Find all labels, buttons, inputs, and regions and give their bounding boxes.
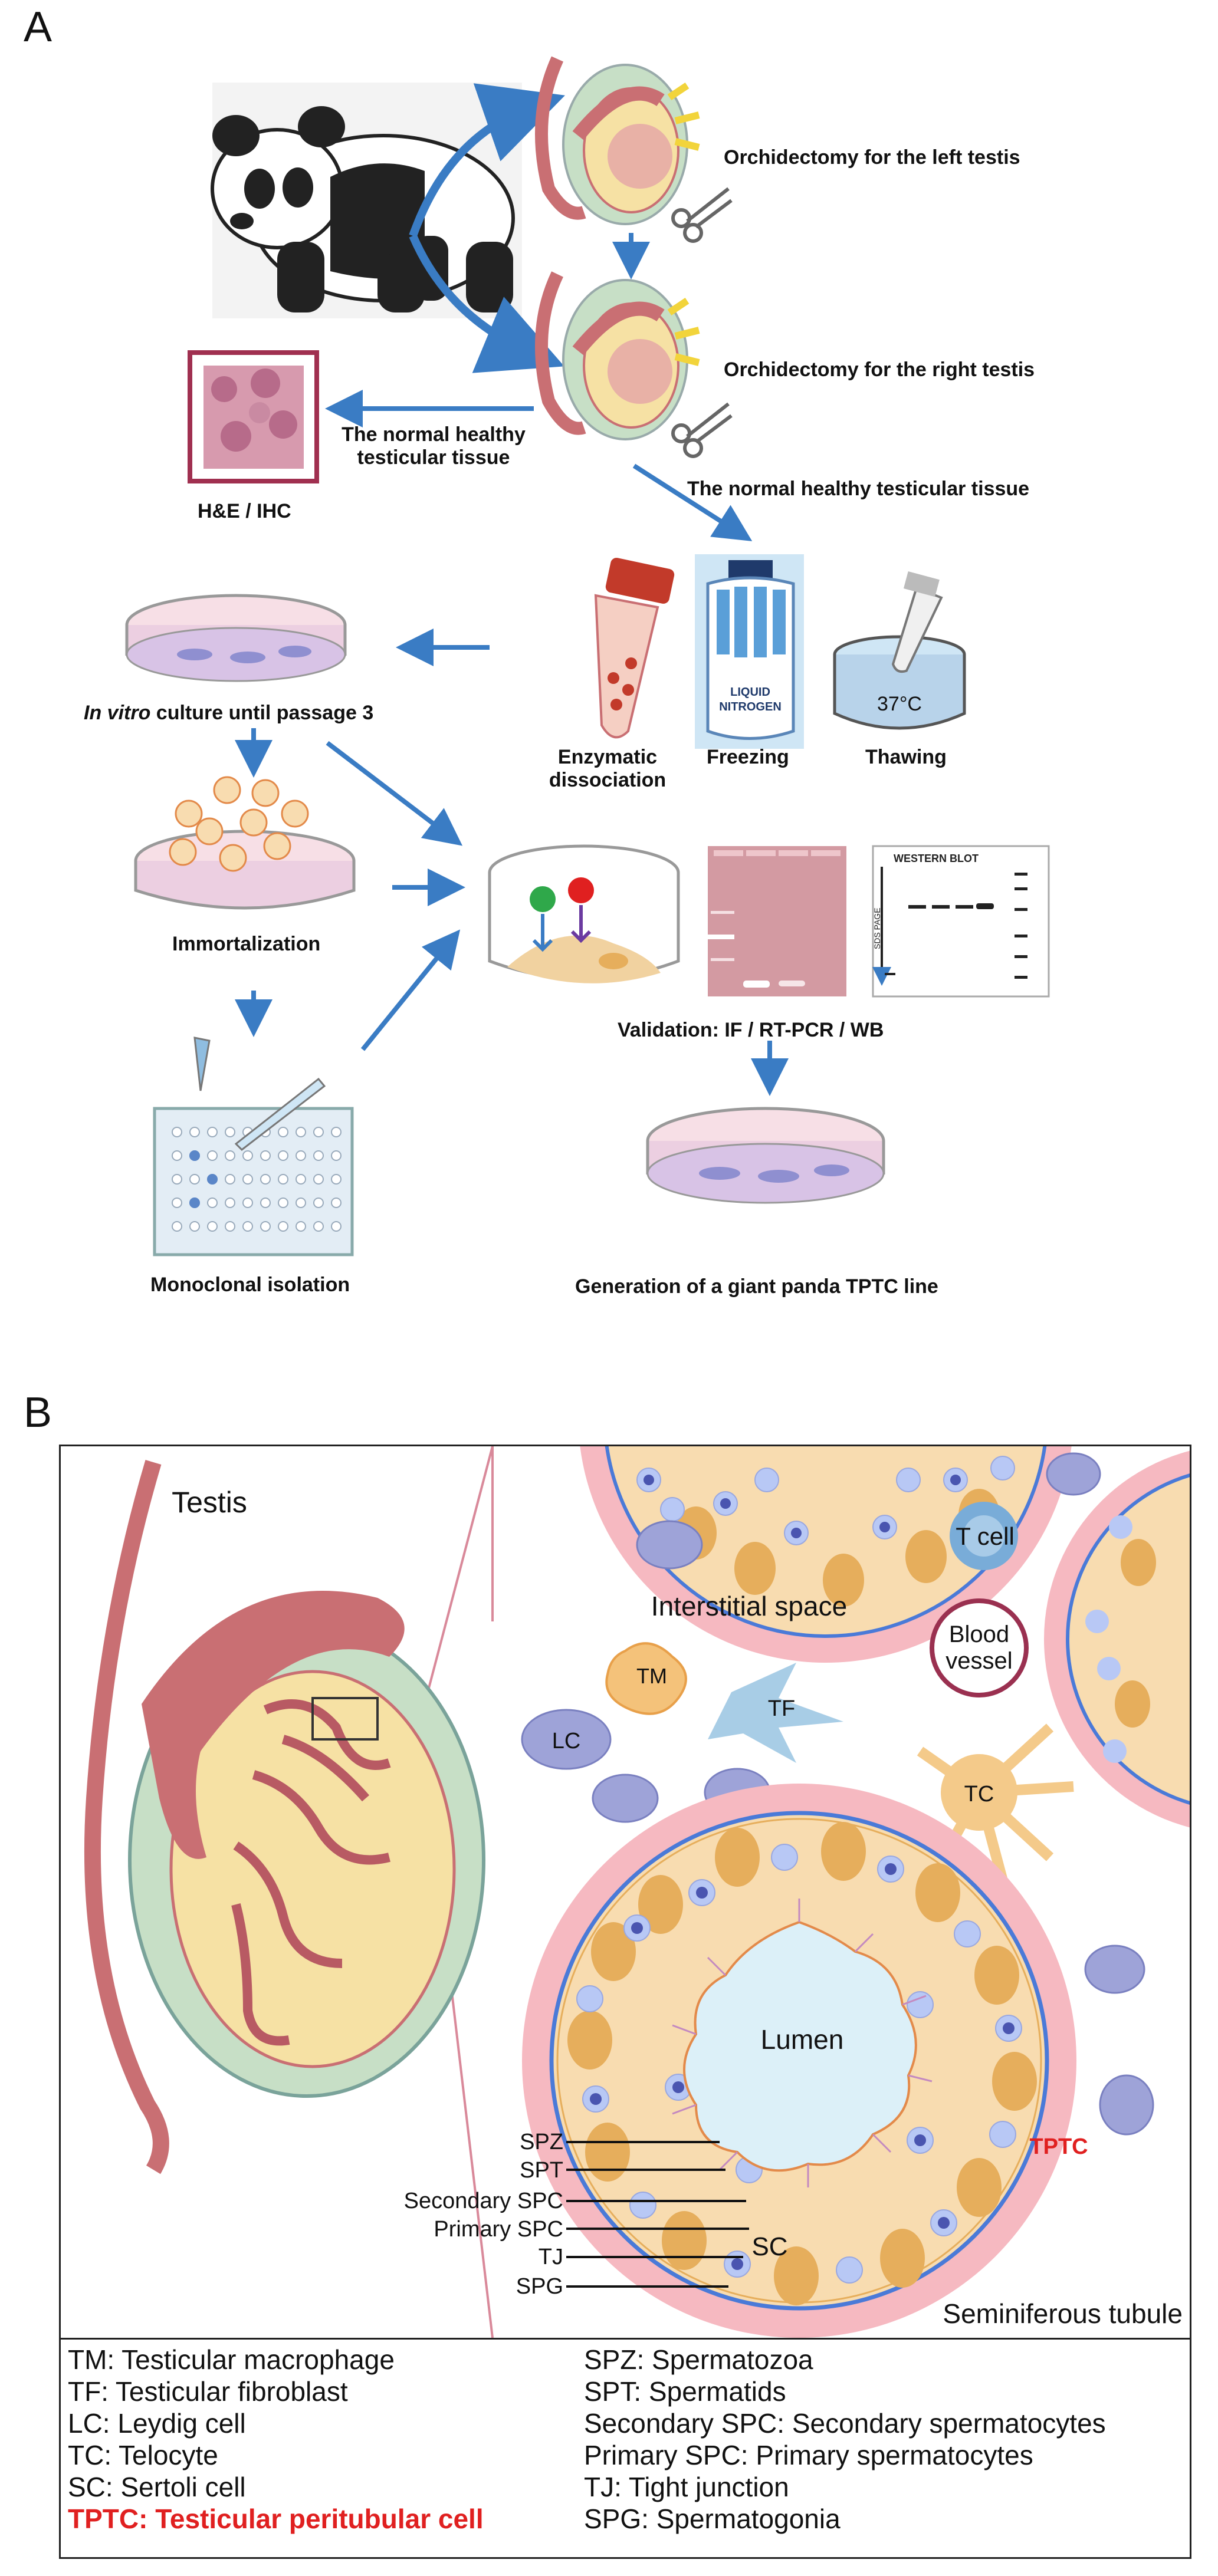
panel-b-letter: B	[24, 1389, 52, 1436]
primary-spc-label: Primary SPC	[434, 2217, 563, 2242]
healthy-tissue-right-label: The normal healthy testicular tissue	[687, 478, 1030, 500]
legend-item-sc: SC: Sertoli cell	[68, 2472, 246, 2502]
left-orchidectomy-label: Orchidectomy for the left testis	[724, 146, 1020, 169]
testis-label: Testis	[172, 1486, 247, 1519]
tj-label: TJ	[539, 2245, 563, 2269]
testis-right-illustration	[535, 271, 733, 458]
western-blot	[872, 845, 1050, 998]
validation-label: Validation: IF / RT-PCR / WB	[618, 1019, 884, 1041]
testis-left-illustration	[535, 56, 733, 243]
monoclonal-plate	[153, 1037, 354, 1256]
validation-if-dish	[488, 844, 680, 983]
healthy-tissue-left-label: The normal healthy testicular tissue	[336, 423, 531, 469]
panel-a-illustration: LIQUID NITROGEN 37°C	[125, 56, 1050, 1256]
lc-label: LC	[552, 1729, 581, 1753]
tm-label: TM	[636, 1664, 667, 1688]
tptc-label: TPTC	[1029, 2134, 1088, 2159]
right-tubule	[1044, 1450, 1190, 1828]
secondary-spc-label: Secondary SPC	[404, 2189, 563, 2213]
liquid-nitrogen-container	[695, 554, 804, 749]
legend-right-column: SPZ: Spermatozoa SPT: Spermatids Seconda…	[584, 2344, 1106, 2535]
abbreviation-legend: TM: Testicular macrophage TF: Testicular…	[59, 2338, 1191, 2559]
enzymatic-line1: Enzymatic	[557, 746, 658, 768]
fibroblast	[708, 1663, 843, 1763]
generation-label: Generation of a giant panda TPTC line	[575, 1275, 938, 1298]
blood-vessel-label-1: Blood	[949, 1621, 1009, 1647]
spt-label: SPT	[520, 2158, 563, 2183]
right-orchidectomy-label: Orchidectomy for the right testis	[724, 358, 1035, 381]
liquid-nitrogen-text-2: NITROGEN	[719, 700, 782, 713]
legend-item-spg: SPG: Spermatogonia	[584, 2503, 841, 2534]
macrophage	[605, 1642, 687, 1715]
testis-organ-illustration	[84, 1460, 485, 2174]
seminiferous-tubule-label: Seminiferous tubule	[943, 2298, 1183, 2329]
liquid-nitrogen-text-1: LIQUID	[730, 686, 770, 699]
blood-vessel	[930, 1598, 1029, 1697]
t-cell	[950, 1502, 1018, 1570]
panel-b-illustration: Testis T cell Interstitial space Blood v…	[84, 1446, 1190, 2338]
sds-page-label: SDS PAGE	[872, 907, 882, 949]
telocyte	[917, 1723, 1074, 1883]
immortalization-label: Immortalization	[172, 933, 321, 955]
culture-dish	[125, 594, 347, 682]
legend-item-lc: LC: Leydig cell	[68, 2408, 246, 2439]
panel-b-frame	[59, 1445, 1191, 2340]
sc-label: SC	[751, 2232, 787, 2261]
enzymatic-tube	[594, 558, 675, 739]
thaw-temperature: 37°C	[877, 693, 922, 715]
enzymatic-label: Enzymatic dissociation	[543, 746, 672, 792]
legend-left-column: TM: Testicular macrophage TF: Testicular…	[68, 2344, 484, 2535]
histology-label: H&E / IHC	[198, 500, 291, 522]
monoclonal-label: Monoclonal isolation	[150, 1274, 350, 1296]
immortalization-dish	[134, 776, 356, 910]
healthy-tissue-left-line1: The normal healthy	[342, 423, 526, 446]
legend-item-primary-spc: Primary SPC: Primary spermatocytes	[584, 2440, 1033, 2470]
thawing-label: Thawing	[865, 746, 947, 768]
culture-label: In vitro culture until passage 3	[84, 702, 373, 725]
lumen-label: Lumen	[761, 2024, 844, 2055]
culture-label-italic: In vitro	[84, 702, 151, 724]
legend-item-tc: TC: Telocyte	[68, 2440, 218, 2470]
legend-item-spz: SPZ: Spermatozoa	[584, 2344, 813, 2375]
panda-illustration	[211, 83, 522, 318]
legend-item-tf: TF: Testicular fibroblast	[68, 2376, 348, 2407]
legend-item-tm: TM: Testicular macrophage	[68, 2344, 395, 2375]
freezing-label: Freezing	[707, 746, 789, 768]
thawing-bath	[833, 571, 966, 730]
western-blot-title: WESTERN BLOT	[894, 853, 979, 864]
blood-vessel-label-2: vessel	[945, 1648, 1012, 1674]
tf-label: TF	[768, 1696, 795, 1721]
spg-label: SPG	[516, 2274, 563, 2299]
t-cell-label: T cell	[956, 1522, 1015, 1550]
leydig-cell	[521, 1709, 612, 1770]
legend-item-tptc: TPTC: Testicular peritubular cell	[68, 2503, 484, 2534]
interstitial-space-label: Interstitial space	[651, 1591, 847, 1621]
panel-a-letter: A	[24, 4, 52, 51]
final-tptc-dish	[646, 1107, 885, 1204]
legend-item-tj: TJ: Tight junction	[584, 2472, 789, 2502]
rt-pcr-gel	[708, 846, 846, 996]
legend-item-secondary-spc: Secondary SPC: Secondary spermatocytes	[584, 2408, 1106, 2439]
healthy-tissue-left-line2: testicular tissue	[357, 446, 510, 469]
spz-label: SPZ	[520, 2130, 563, 2154]
seminiferous-tubule	[522, 1784, 1076, 2338]
enzymatic-line2: dissociation	[549, 769, 667, 791]
legend-item-spt: SPT: Spermatids	[584, 2376, 786, 2407]
tc-label: TC	[964, 1782, 994, 1807]
he-tissue-image	[188, 350, 319, 483]
top-tubule	[580, 1446, 1072, 1663]
culture-label-rest: culture until passage 3	[150, 702, 374, 724]
